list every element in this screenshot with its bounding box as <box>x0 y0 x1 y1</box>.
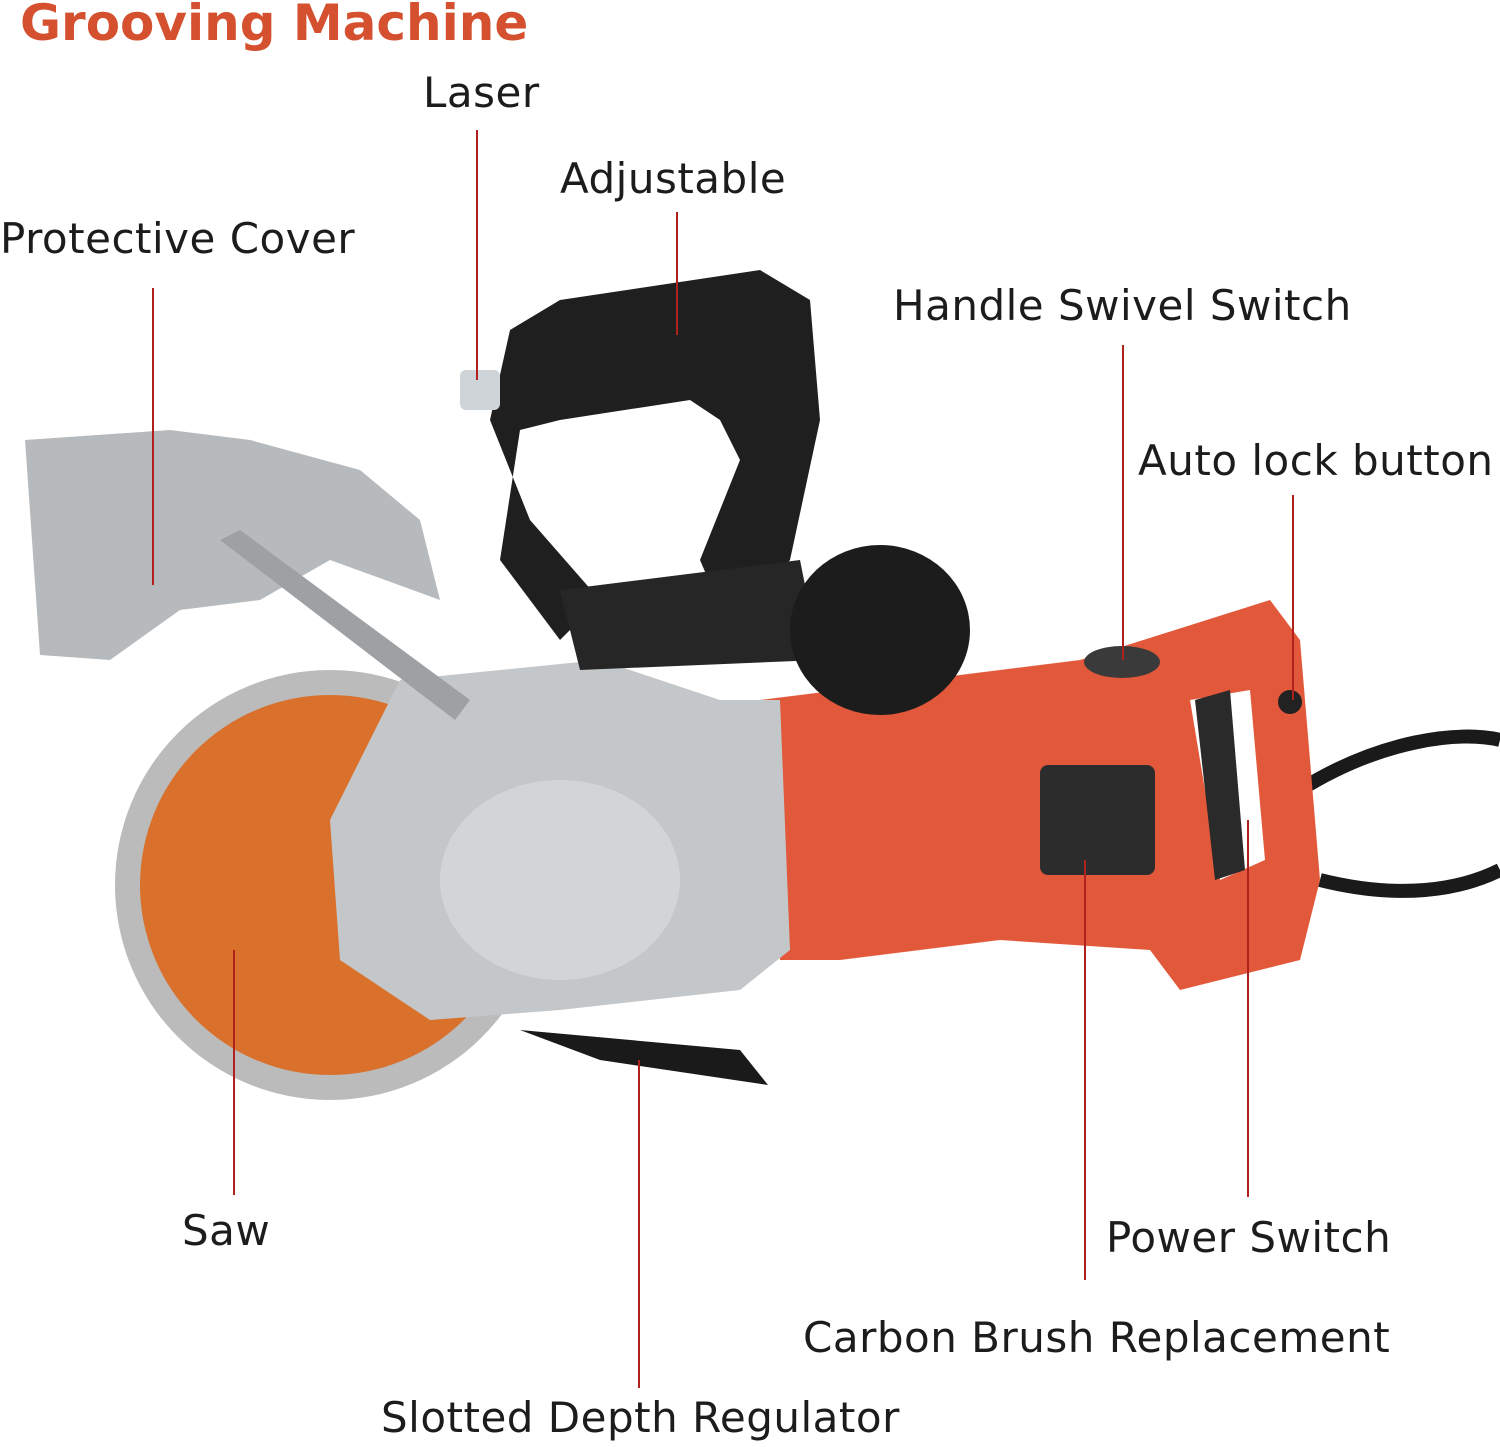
leader-line-saw <box>233 950 235 1195</box>
rear-grip <box>1195 690 1245 880</box>
label-power-switch: Power Switch <box>1106 1213 1392 1262</box>
leader-line-protective-cover <box>152 288 154 585</box>
leader-line-power-switch <box>1247 820 1249 1197</box>
depth-regulator-plate <box>520 1030 768 1085</box>
leader-line-slotted-depth-regulator <box>638 1060 640 1388</box>
leader-line-carbon-brush-replacement <box>1084 860 1086 1280</box>
power-cord <box>1296 729 1500 898</box>
carbon-brush-cover <box>1040 765 1155 875</box>
label-protective-cover: Protective Cover <box>0 214 356 263</box>
leader-line-laser <box>476 130 478 380</box>
label-handle-swivel-switch: Handle Swivel Switch <box>893 281 1352 330</box>
label-auto-lock-button: Auto lock button <box>1138 436 1494 485</box>
page-title: Grooving Machine <box>20 0 529 52</box>
label-laser: Laser <box>423 68 540 117</box>
label-slotted-depth-regulator: Slotted Depth Regulator <box>381 1393 900 1442</box>
label-saw: Saw <box>182 1206 271 1255</box>
handle-knob <box>790 545 970 715</box>
front-handle <box>490 270 820 640</box>
label-carbon-brush-replacement: Carbon Brush Replacement <box>803 1313 1391 1362</box>
label-adjustable: Adjustable <box>560 154 787 203</box>
leader-line-adjustable <box>676 212 678 335</box>
laser-module <box>460 370 500 410</box>
adjustment-bracket <box>220 530 470 720</box>
auto-lock-button-shape <box>1278 690 1302 714</box>
leader-line-auto-lock-button <box>1292 495 1294 700</box>
swivel-switch-button <box>1084 646 1160 678</box>
handle-shaft <box>560 560 820 670</box>
leader-line-handle-swivel-switch <box>1122 345 1124 660</box>
